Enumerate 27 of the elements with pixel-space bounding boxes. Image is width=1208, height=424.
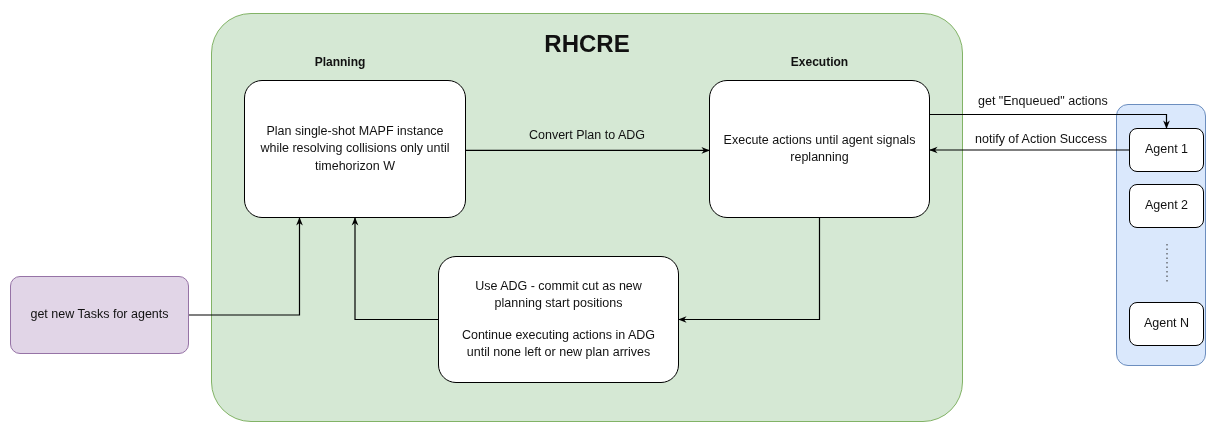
box-text: get new Tasks for agents xyxy=(30,306,169,324)
edge-label: Convert Plan to ADG xyxy=(527,128,647,142)
group-panel xyxy=(211,13,963,422)
agents-panel xyxy=(1116,104,1206,366)
arrow xyxy=(465,147,710,154)
agent-box xyxy=(1129,128,1204,172)
agent-box xyxy=(1129,184,1204,228)
arrow xyxy=(678,217,821,323)
box-text: Plan single-shot MAPF instance while resolving collisions only until timehorizon W xyxy=(259,122,451,175)
box-text: Use ADG - commit cut as new planning start positions xyxy=(474,277,643,312)
agent-box xyxy=(1129,302,1204,346)
arrow xyxy=(188,217,303,316)
box-text: Agent 1 xyxy=(1144,141,1189,159)
process-box xyxy=(438,256,679,383)
section-heading: Planning xyxy=(313,54,367,71)
box-text: Execute actions until agent signals replanning xyxy=(722,131,917,166)
box-text: Agent 2 xyxy=(1144,197,1189,215)
arrow xyxy=(929,146,1130,154)
process-box xyxy=(10,276,189,354)
arrow xyxy=(929,113,1170,129)
edge-label: get "Enqueued" actions xyxy=(976,94,1110,108)
box-text: Continue executing actions in ADG until none left or new plan arrives xyxy=(460,326,657,361)
edge-label: notify of Action Success xyxy=(973,132,1109,146)
section-heading: Execution xyxy=(789,54,850,71)
arrow xyxy=(351,217,439,321)
group-heading: RHCRE xyxy=(543,29,631,59)
box-text: Agent N xyxy=(1143,315,1190,333)
